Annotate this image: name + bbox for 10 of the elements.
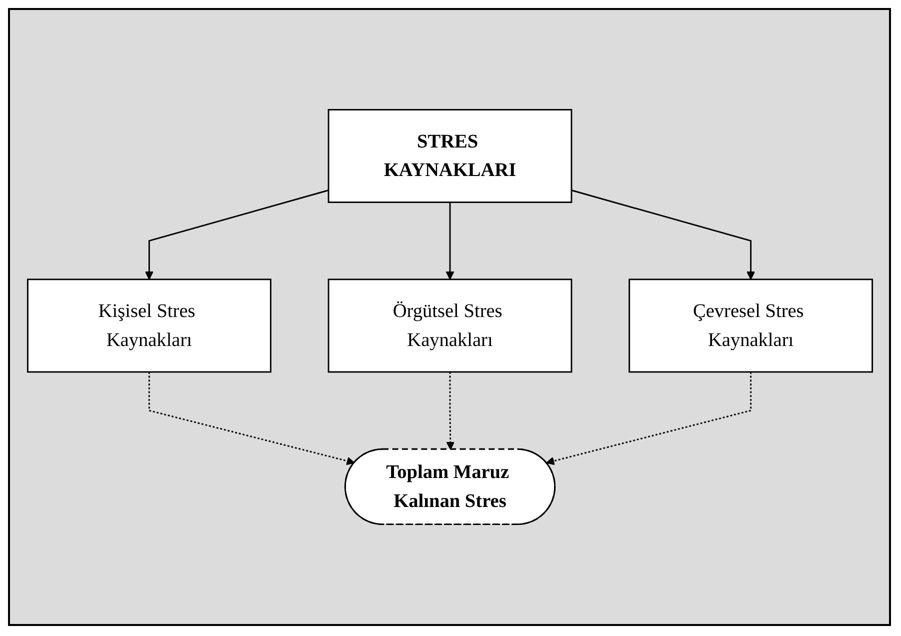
node-box: Çevresel Stres Kaynakları [628,278,872,373]
arrow [446,372,454,450]
arrow [546,372,752,466]
arrow [148,372,354,466]
node-box: Örgütsel Stres Kaynakları [327,278,572,373]
node-box: Kişisel Stres Kaynakları [26,278,271,373]
arrow [445,202,454,280]
arrow [144,190,328,280]
arrow [570,190,755,280]
node-box: STRES KAYNAKLARI [327,109,572,203]
